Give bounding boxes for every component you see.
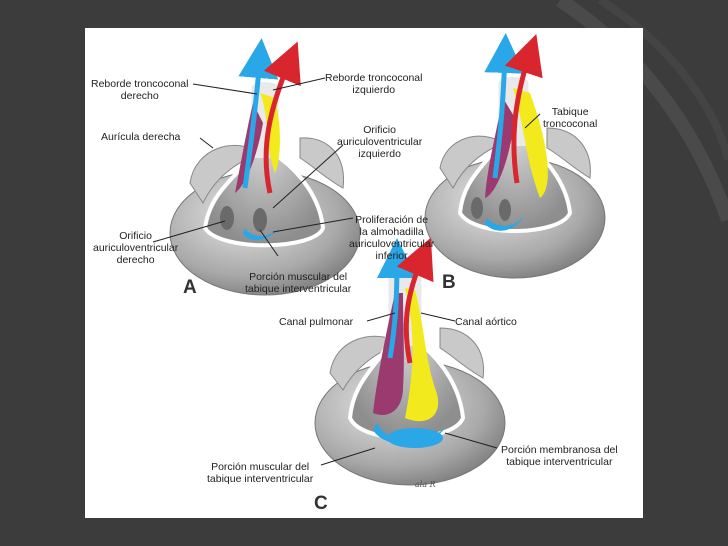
leader-lines [152,77,541,466]
panel-letter-c: C [314,493,328,514]
heart-b [424,33,606,279]
label-porcion-membranosa: Porción membranosa del tabique intervent… [501,444,618,468]
illustrator-signature: ala R [415,480,436,489]
panel-letter-b: B [442,272,456,293]
heart-c [314,237,506,486]
panel-letter-a: A [183,277,197,298]
label-canal-pulmonar: Canal pulmonar [279,316,354,328]
label-tabique-troncoconal: Tabique troncoconal [543,106,598,130]
label-porcion-muscular-a: Porción muscular del tabique interventri… [245,271,352,295]
label-orificio-av-izquierdo: Orificio auriculoventricular izquierdo [337,124,423,160]
heart-a [169,38,361,296]
label-proliferacion-almohadilla: Proliferación de la almohadilla auriculo… [349,214,435,262]
label-reborde-troncoconal-izquierdo: Reborde troncoconal izquierdo [325,72,423,96]
label-porcion-muscular-c: Porción muscular del tabique interventri… [207,461,314,485]
diagram-panel: Reborde troncoconal derecho Reborde tron… [85,28,643,518]
label-reborde-troncoconal-derecho: Reborde troncoconal derecho [91,78,189,102]
heart-diagram [152,33,606,486]
label-orificio-av-derecho: Orificio auriculoventricular derecho [93,230,179,266]
label-auricula-derecha: Aurícula derecha [101,131,181,143]
label-canal-aortico: Canal aórtico [455,316,517,328]
